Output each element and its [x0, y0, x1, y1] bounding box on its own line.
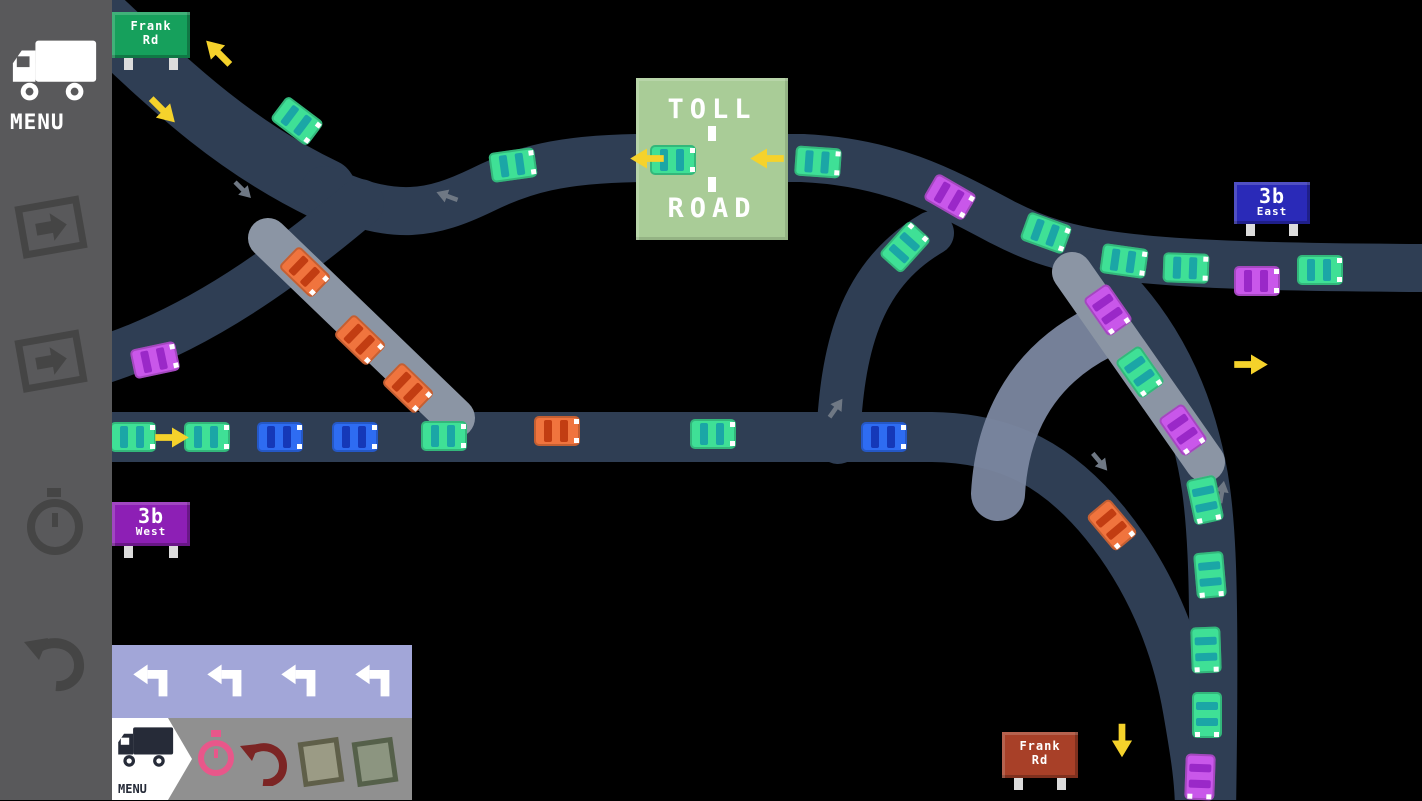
turn-arrow-icon — [133, 664, 168, 697]
toll-sign-line2: ROAD — [667, 193, 757, 224]
toolbar-timer-button[interactable] — [198, 730, 234, 784]
postcard-icon — [14, 195, 88, 259]
road-segment — [816, 211, 954, 464]
turn-arrow-icon — [207, 664, 242, 697]
postcard-icon — [297, 736, 345, 788]
toll-road-sign: TOLL ROAD — [636, 78, 788, 240]
menu-truck-icon — [118, 727, 174, 767]
undo-icon — [24, 638, 84, 692]
toolbar-postcard-button-2[interactable] — [350, 732, 400, 794]
toolbar-menu-label: MENU — [118, 782, 147, 796]
sign-text: Rd — [1031, 753, 1049, 767]
bottom-toolbar: MENU — [112, 718, 412, 800]
sign-3b-west: 3b West — [112, 502, 190, 558]
turn-arrow-tile-3[interactable] — [278, 659, 322, 703]
sign-text: West — [135, 525, 167, 538]
menu-button[interactable] — [8, 36, 102, 112]
postcard-icon — [14, 329, 88, 393]
sign-leg — [1289, 224, 1298, 236]
sign-text: Frank — [130, 19, 172, 33]
sign-leg — [169, 58, 178, 70]
turn-tile-panel — [112, 645, 412, 718]
undo-icon — [240, 743, 288, 788]
sign-frank-rd-bottom: Frank Rd — [1002, 732, 1078, 790]
sign-leg — [1057, 778, 1066, 790]
menu-label: MENU — [10, 110, 65, 134]
toll-lane-dash — [708, 177, 716, 192]
turn-arrow-tile-1[interactable] — [130, 659, 174, 703]
toolbar-postcard-button-1[interactable] — [296, 732, 346, 794]
turn-arrow-icon — [355, 664, 390, 697]
menu-truck-icon — [12, 40, 97, 101]
turn-arrow-icon — [281, 664, 316, 697]
turn-arrow-tile-2[interactable] — [204, 659, 248, 703]
timer-button[interactable] — [26, 486, 84, 560]
sign-text: East — [1256, 205, 1288, 218]
sign-leg — [1014, 778, 1023, 790]
undo-button[interactable] — [22, 634, 88, 696]
stopwatch-icon — [27, 488, 83, 555]
sign-3b-east: 3b East — [1234, 182, 1310, 236]
sign-text: Rd — [142, 33, 160, 47]
postcard-button-1[interactable] — [12, 188, 96, 270]
turn-arrow-tile-4[interactable] — [352, 659, 396, 703]
toolbar-undo-button[interactable] — [238, 740, 288, 790]
postcard-button-2[interactable] — [12, 322, 96, 404]
sign-frank-rd-top: Frank Rd — [112, 12, 190, 70]
stopwatch-icon — [198, 730, 234, 776]
toll-lane-dash — [708, 126, 716, 141]
bridge-ramp — [248, 218, 475, 438]
postcard-icon — [351, 736, 399, 788]
sidebar: MENU — [0, 0, 112, 800]
toll-sign-line1: TOLL — [667, 94, 757, 125]
sign-leg — [169, 546, 178, 558]
flyover-ramp — [971, 305, 1127, 521]
sign-text: Frank — [1019, 739, 1061, 753]
toolbar-menu-button[interactable]: MENU — [112, 718, 192, 800]
sign-text: 3b — [1258, 184, 1286, 208]
sign-leg — [124, 58, 133, 70]
sign-text: 3b — [137, 504, 165, 528]
sign-leg — [124, 546, 133, 558]
sign-leg — [1246, 224, 1255, 236]
